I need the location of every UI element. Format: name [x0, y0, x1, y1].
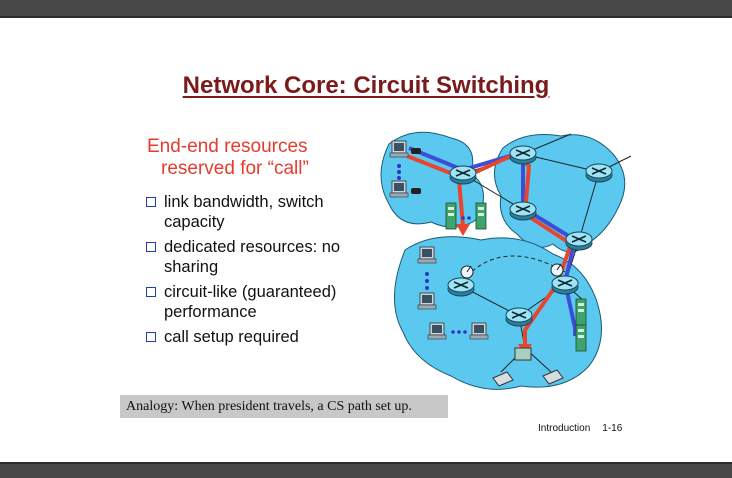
- bullet-list: link bandwidth, switch capacity dedicate…: [146, 192, 376, 352]
- bullet-box-icon: [146, 332, 156, 342]
- bullet-item: dedicated resources: no sharing: [146, 237, 376, 277]
- bullet-box-icon: [146, 197, 156, 207]
- network-diagram: [380, 131, 632, 390]
- satellite-dish-icon: [550, 263, 564, 277]
- laptop-icon: [492, 371, 514, 387]
- bullet-item: link bandwidth, switch capacity: [146, 192, 376, 232]
- server-icon: [475, 202, 487, 230]
- slide-title: Network Core: Circuit Switching: [182, 72, 550, 99]
- router-icon: [509, 201, 537, 221]
- slide-footer: Introduction 1-16: [538, 423, 634, 434]
- laptop-icon: [542, 369, 564, 385]
- server-icon: [575, 324, 587, 352]
- telephone-icon: [411, 148, 421, 194]
- computer-icon: [417, 292, 437, 310]
- router-icon: [565, 231, 593, 251]
- bullet-item: circuit-like (guaranteed) performance: [146, 282, 376, 322]
- router-icon: [551, 275, 579, 295]
- isp-cloud-bottom: [394, 236, 602, 390]
- analogy-caption: Analogy: When president travels, a CS pa…: [120, 395, 448, 418]
- footer-section: Introduction: [538, 423, 591, 434]
- ellipsis-dots-icon: [425, 272, 429, 290]
- lead-text: End-end resources reserved for “call”: [147, 136, 377, 180]
- router-icon: [447, 277, 475, 297]
- server-icon: [575, 298, 587, 326]
- base-station-icon: [514, 347, 532, 361]
- computer-icon: [389, 180, 409, 198]
- computer-icon: [427, 322, 447, 340]
- bullet-box-icon: [146, 287, 156, 297]
- router-icon: [509, 145, 537, 165]
- computer-icon: [417, 246, 437, 264]
- bullet-box-icon: [146, 242, 156, 252]
- server-icon: [445, 202, 457, 230]
- router-icon: [505, 307, 533, 327]
- router-icon: [585, 163, 613, 183]
- footer-page-number: 1-16: [602, 423, 623, 434]
- satellite-dish-icon: [460, 265, 474, 279]
- circuit-path-blue: [408, 146, 578, 336]
- viewer-bottom-bar: [0, 462, 732, 478]
- lead-line-2: reserved for “call”: [161, 158, 309, 179]
- lead-line-1: End-end resources: [147, 136, 308, 157]
- router-icon: [449, 165, 477, 185]
- computer-icon: [469, 322, 489, 340]
- bullet-item: call setup required: [146, 327, 376, 347]
- viewer-top-bar: [0, 0, 732, 18]
- computer-icon: [389, 140, 409, 158]
- ellipsis-dots-icon: [397, 164, 401, 180]
